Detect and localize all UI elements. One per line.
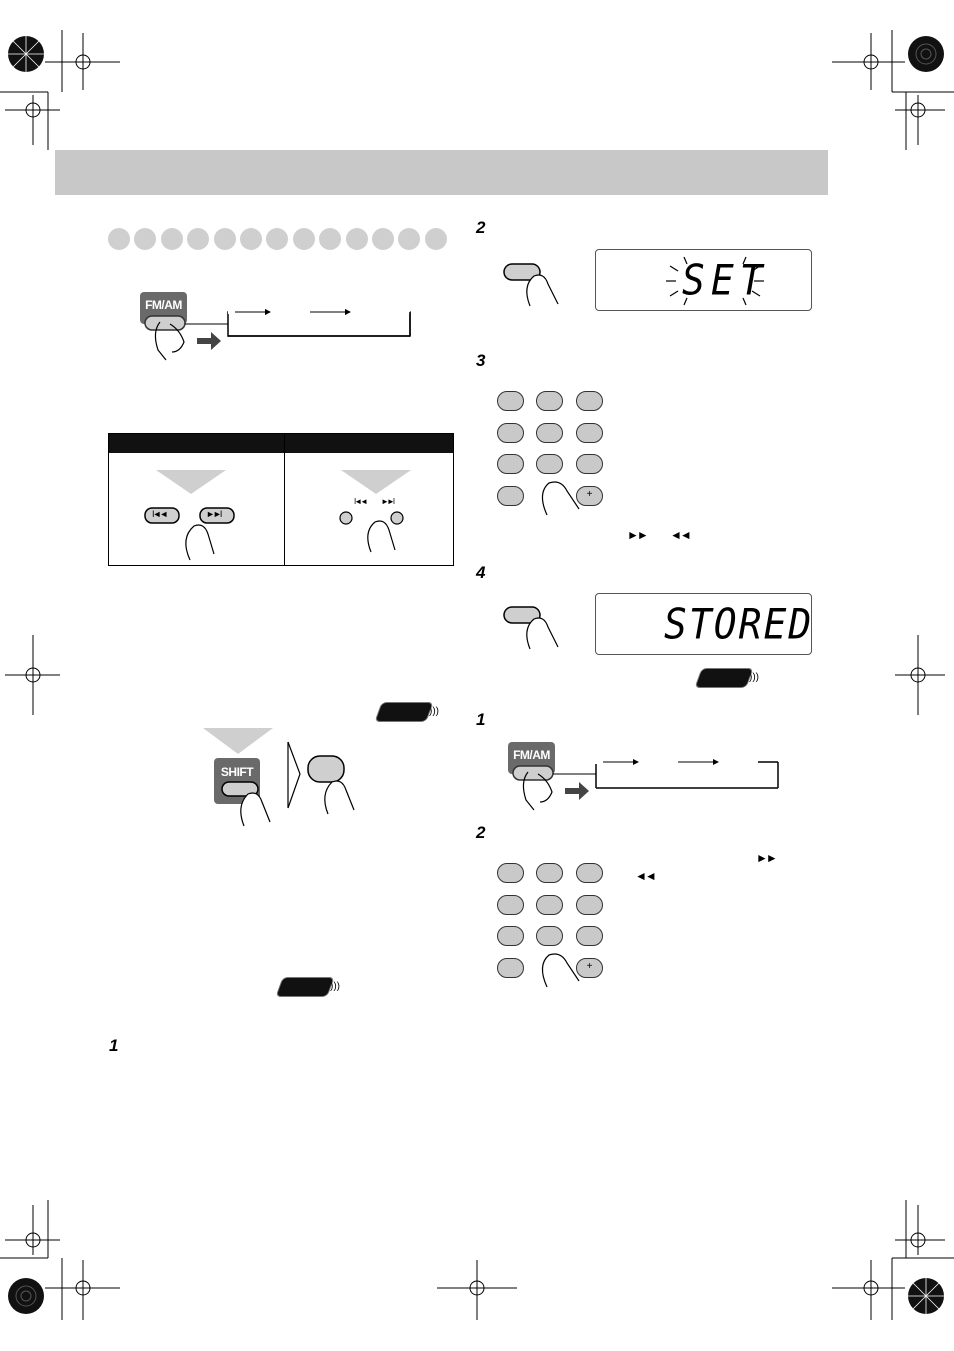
divider-dot xyxy=(371,228,394,250)
fmam-cycle-diagram xyxy=(144,309,411,361)
divider-dot xyxy=(187,228,210,250)
number-keypad-2: + xyxy=(497,863,607,988)
tuning-table-illustrations xyxy=(144,470,411,561)
table-column-divider xyxy=(284,434,285,565)
keypad-plus-key[interactable]: + xyxy=(576,958,603,978)
divider-dot xyxy=(266,228,289,250)
keypad-key[interactable] xyxy=(576,863,603,883)
step-number: 3 xyxy=(476,351,486,370)
keypad-key[interactable] xyxy=(576,423,603,443)
signal-waves-icon-3: ))) xyxy=(749,672,759,683)
divider-dot xyxy=(319,228,342,250)
lcd-text-set: SET xyxy=(682,255,769,305)
keypad-key[interactable] xyxy=(536,391,563,411)
signal-waves-icon-2: ))) xyxy=(330,981,340,992)
step-number: 1 xyxy=(109,1036,119,1055)
section-header-band xyxy=(55,150,828,195)
keypad-key[interactable] xyxy=(497,423,524,443)
keypad-finger xyxy=(541,481,580,516)
keypad-plus-key[interactable]: + xyxy=(576,486,603,506)
rew-glyph-2: ◄◄ xyxy=(635,869,657,883)
divider-dot xyxy=(424,228,447,250)
keypad-key[interactable] xyxy=(576,895,603,915)
keypad-key[interactable] xyxy=(497,391,524,411)
keypad-key[interactable] xyxy=(536,895,563,915)
keypad-key[interactable] xyxy=(497,958,524,978)
keypad-key[interactable] xyxy=(536,863,563,883)
number-keypad: + xyxy=(497,391,607,516)
remote-button-icon xyxy=(374,702,434,722)
shift-finger xyxy=(221,781,271,827)
divider-dot xyxy=(108,228,130,250)
divider-dot xyxy=(398,228,421,250)
keypad-key[interactable] xyxy=(497,863,524,883)
skip-fwd-glyph-small: ►►I xyxy=(381,497,395,506)
keypad-key[interactable] xyxy=(497,895,524,915)
fmam-cycle-diagram-2 xyxy=(512,759,779,811)
skip-back-glyph: I◄◄ xyxy=(152,509,168,519)
step-number: 1 xyxy=(476,710,486,729)
step-number: 2 xyxy=(476,218,486,237)
keypad-key[interactable] xyxy=(576,926,603,946)
divider-dot xyxy=(239,228,262,250)
remote-button-icon-3 xyxy=(694,668,754,688)
divider-dot xyxy=(345,228,368,250)
keypad-key[interactable] xyxy=(536,423,563,443)
keypad-key[interactable] xyxy=(497,486,524,506)
shift-button-label: SHIFT xyxy=(220,765,254,779)
divider-dot xyxy=(160,228,183,250)
remote-button-icon-2 xyxy=(275,977,335,997)
keypad-key[interactable] xyxy=(497,926,524,946)
shift-arrow-illustration xyxy=(203,728,355,815)
skip-fwd-glyph: ►►I xyxy=(206,509,222,519)
lcd-display-stored: STORED xyxy=(595,593,812,655)
step-number: 4 xyxy=(476,563,486,582)
keypad-key[interactable] xyxy=(497,454,524,474)
lcd-text-stored: STORED xyxy=(664,599,814,649)
press-button-illustration-2 xyxy=(503,606,559,650)
divider-dot xyxy=(134,228,157,250)
plus-sign: + xyxy=(586,489,593,500)
tuning-table xyxy=(108,433,454,566)
keypad-key[interactable] xyxy=(536,926,563,946)
ff-glyph-2: ►► xyxy=(756,851,778,865)
signal-waves-icon: ))) xyxy=(429,706,439,717)
keypad-key[interactable] xyxy=(576,391,603,411)
rew-glyph: ◄◄ xyxy=(670,528,692,542)
keypad-key[interactable] xyxy=(536,454,563,474)
divider-dot xyxy=(213,228,236,250)
skip-back-glyph-small: I◄◄ xyxy=(354,497,368,506)
keypad-finger-2 xyxy=(541,953,580,988)
fmam-button-label-2: FM/AM xyxy=(513,748,550,762)
divider-dot xyxy=(292,228,315,250)
tuning-table-header xyxy=(109,434,453,453)
keypad-key[interactable] xyxy=(576,454,603,474)
lcd-display-set: SET xyxy=(595,249,812,311)
plus-sign: + xyxy=(586,961,593,972)
step-number: 2 xyxy=(476,823,486,842)
fmam-button-label: FM/AM xyxy=(145,298,182,312)
dot-divider xyxy=(108,228,447,250)
blink-rays xyxy=(666,256,764,306)
ff-glyph: ►► xyxy=(627,528,649,542)
press-button-illustration xyxy=(503,263,559,307)
